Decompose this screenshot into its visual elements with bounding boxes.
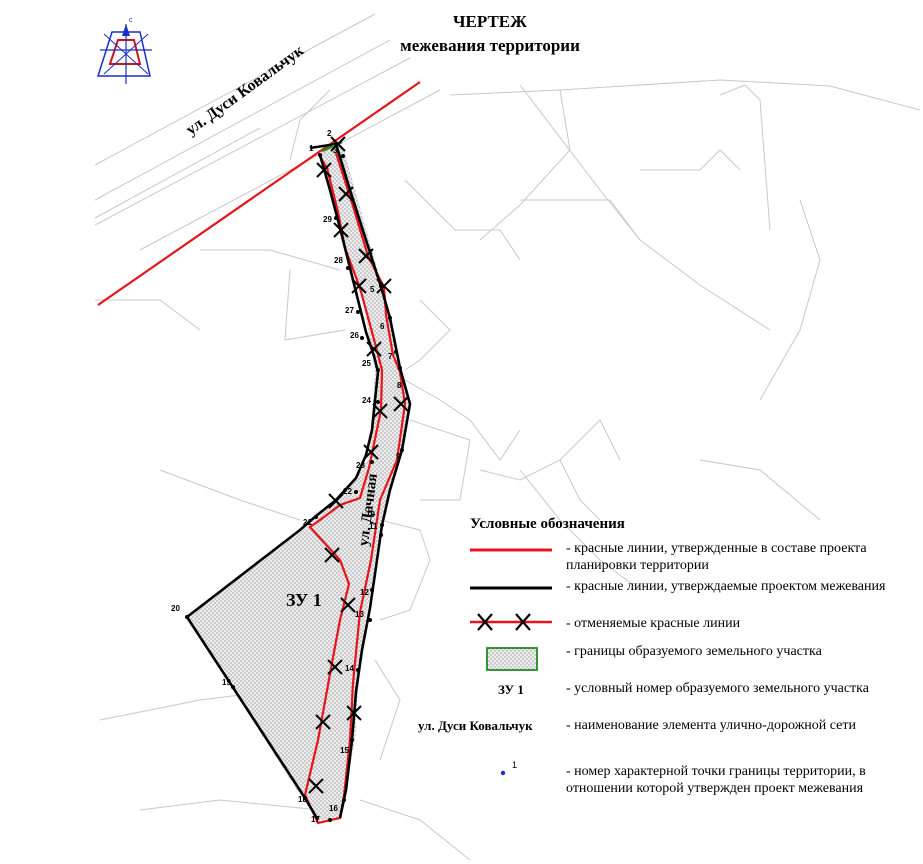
point-label: 6 bbox=[380, 322, 385, 331]
point-label: 29 bbox=[323, 215, 332, 224]
legend-sample-parcel-number: ЗУ 1 bbox=[498, 682, 524, 697]
base-map-lines bbox=[94, 13, 921, 861]
point-label: 21 bbox=[303, 518, 312, 527]
legend-item-point-number: - номер характерной точки границы террит… bbox=[566, 764, 866, 796]
point-label: 1 bbox=[309, 144, 314, 153]
map-title: ЧЕРТЕЖ bbox=[453, 12, 527, 31]
point-label: 20 bbox=[171, 604, 180, 613]
legend-title: Условные обозначения bbox=[470, 516, 625, 532]
point-label: 5 bbox=[370, 285, 375, 294]
point-label: 26 bbox=[350, 331, 359, 340]
point-label: 12 bbox=[360, 588, 369, 597]
boundary-points bbox=[185, 142, 404, 822]
legend-item-parcel-boundary: - границы образуемого земельного участка bbox=[566, 644, 822, 659]
point-label: 8 bbox=[397, 381, 402, 390]
legend-sample-street-name: ул. Дуси Ковальчук bbox=[418, 718, 533, 733]
point-label: 14 bbox=[345, 664, 354, 673]
point-label: 19 bbox=[222, 678, 231, 687]
cancelled-line-crosses bbox=[308, 136, 409, 794]
point-label: 27 bbox=[345, 306, 354, 315]
point-label: 10 bbox=[366, 510, 375, 519]
point-label: 28 bbox=[334, 256, 343, 265]
legend-item-approved-red-lines: - красные линии, утвержденные в составе … bbox=[566, 541, 867, 573]
legend-sample-point-number: 1 bbox=[512, 760, 518, 770]
point-label: 23 bbox=[356, 461, 365, 470]
point-label: 4 bbox=[368, 248, 373, 257]
legend-item-street-name: - наименование элемента улично-дорожной … bbox=[566, 718, 856, 733]
point-label: 25 bbox=[362, 359, 371, 368]
point-label: 17 bbox=[311, 815, 320, 824]
parcel-label: ЗУ 1 bbox=[286, 590, 322, 610]
legend-item-proposed-lines: - красные линии, утверждаемые проектом м… bbox=[566, 579, 886, 594]
point-label: 16 bbox=[329, 804, 338, 813]
point-label: 11 bbox=[369, 522, 378, 531]
legend-item-cancelled-lines: - отменяемые красные линии bbox=[566, 616, 741, 631]
point-label: 7 bbox=[388, 352, 393, 361]
compass-logo-icon: с bbox=[96, 17, 152, 84]
legend-parcel-boundary bbox=[486, 647, 538, 671]
parcel-area bbox=[187, 144, 410, 820]
proposed-black-lines bbox=[185, 142, 412, 821]
legend-item-parcel-number: - условный номер образуемого земельного … bbox=[566, 681, 869, 696]
svg-text:с: с bbox=[129, 17, 133, 24]
point-label: 3 bbox=[333, 146, 338, 155]
point-label: 2 bbox=[327, 129, 332, 138]
legend-point-dot bbox=[500, 770, 506, 776]
point-label: 24 bbox=[362, 396, 371, 405]
point-label: 15 bbox=[340, 746, 349, 755]
map-subtitle: межевания территории bbox=[400, 36, 580, 55]
legend-symbols bbox=[470, 548, 552, 776]
point-label: 18 bbox=[298, 795, 307, 804]
point-label: 22 bbox=[343, 487, 352, 496]
point-label: 13 bbox=[355, 610, 364, 619]
point-label: 9 bbox=[396, 452, 401, 461]
